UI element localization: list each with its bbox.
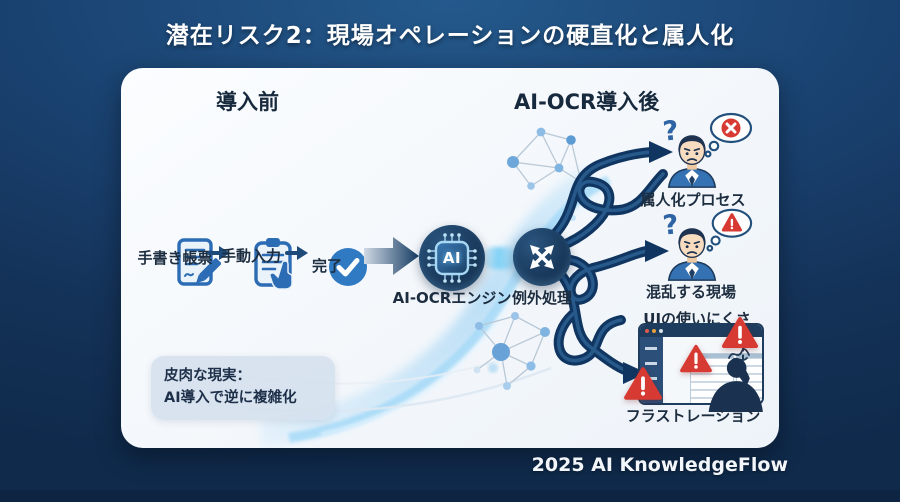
warning-triangle-icon [722, 317, 758, 348]
diagram-card: 導入前 AI-OCR導入後 手書き帳票 [121, 68, 779, 448]
step-label: 手動入力 [220, 247, 281, 265]
warning-triangle-icon [680, 344, 712, 373]
engine-label: AI-OCRエンジン [392, 289, 512, 307]
thought-bubble-warning-icon [706, 208, 753, 252]
step-label: 手書き帳票 [137, 249, 213, 267]
bottom-strip-decoration [0, 490, 900, 502]
window-dot-red [645, 329, 649, 333]
network-graph-icon [473, 312, 550, 390]
outcome-label: フラストレーション [625, 407, 761, 425]
worried-worker-icon [667, 228, 717, 281]
ai-chip-icon [427, 233, 477, 283]
frustrated-person-silhouette-icon [708, 358, 763, 412]
big-transition-arrow-icon [364, 237, 419, 275]
window-dot-light [659, 329, 663, 333]
crossed-arrows-icon [530, 245, 554, 269]
page-title: 潜在リスク2：現場オペレーションの硬直化と属人化 [165, 23, 735, 49]
arrow-right-icon [207, 246, 230, 260]
outcome-label: 属人化プロセス [640, 191, 746, 209]
thought-bubble-error-icon [704, 112, 753, 158]
worried-worker-icon [667, 135, 717, 188]
ironic-note-box: 皮肉な現実： AI導入で逆に複雑化 [151, 356, 335, 420]
warning-triangle-icon [624, 367, 662, 400]
note-line: 皮肉な現実： [164, 368, 251, 384]
step-manual-input: 手動入力 [213, 221, 293, 290]
ai-chip-label: AI [442, 249, 462, 267]
section-heading-before: 導入前 [216, 90, 279, 114]
section-heading-after: AI-OCR導入後 [514, 90, 660, 114]
footer-credit: 2025 AI KnowledgeFlow [531, 454, 788, 476]
network-graph-icon [507, 127, 585, 190]
exception-label: 例外処理 [511, 289, 573, 307]
step-label: 完了 [311, 257, 342, 275]
window-dot-orange [652, 329, 656, 333]
note-line: AI導入で逆に複雑化 [164, 389, 297, 406]
outcome-label: 混乱する現場 [645, 283, 737, 301]
arrow-right-icon [285, 246, 308, 260]
step-complete: 完了 [289, 231, 367, 286]
step-handwritten-form: 手書き帳票 [137, 223, 221, 286]
data-beam-decoration [483, 247, 517, 269]
